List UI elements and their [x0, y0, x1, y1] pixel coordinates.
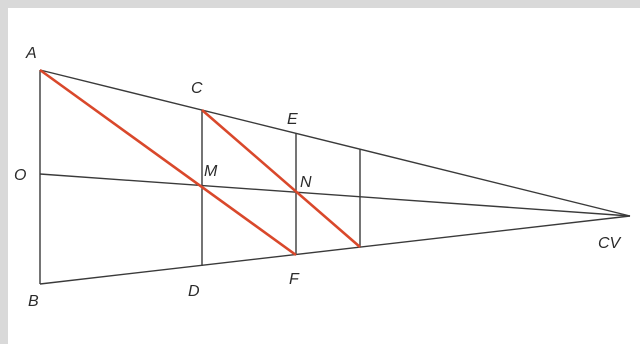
label-b: B [28, 293, 39, 310]
line-b-cv [39, 215, 631, 285]
diagram-canvas: A O B C M D E N F CV [8, 8, 640, 344]
label-cv: CV [598, 235, 622, 252]
line-a-cv [39, 69, 631, 217]
label-n: N [300, 174, 312, 191]
diagonal-c-fourth [201, 109, 361, 248]
label-d: D [188, 283, 200, 300]
label-c: C [191, 80, 203, 97]
label-o: O [14, 167, 26, 184]
label-e: E [287, 111, 298, 128]
label-m: M [204, 163, 218, 180]
label-f: F [289, 271, 300, 288]
diagonal-a-f [39, 68, 297, 257]
label-a: A [25, 45, 37, 62]
line-o-cv [39, 173, 631, 217]
